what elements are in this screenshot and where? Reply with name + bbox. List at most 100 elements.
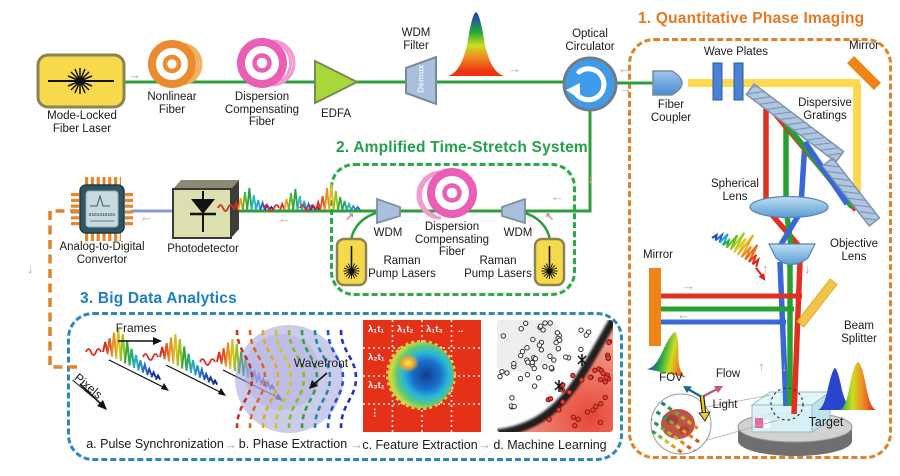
flow-label: Flow (715, 368, 741, 380)
wdm-filter-demux (405, 55, 437, 106)
pixels-arrow (97, 400, 107, 410)
caption-feature-extraction: c. Feature Extraction (362, 438, 478, 452)
wdm-filter-label: WDM Filter (401, 27, 431, 52)
feature-extraction-figure (363, 320, 481, 432)
dispersive-grating-1 (745, 83, 845, 163)
demux-label: Demux (415, 64, 426, 93)
laser-label: Mode-Locked Fiber Laser (47, 110, 117, 135)
edfa-amplifier (314, 59, 360, 105)
target-arrow-down-icon: ↓ (781, 359, 788, 374)
spherical-lens (749, 195, 829, 219)
caption-arrow-bc-icon: → (350, 437, 363, 452)
wave-plate-1 (712, 62, 723, 101)
pump-arrow-left-icon: ↗ (345, 211, 355, 223)
wdm-right (501, 197, 526, 225)
qpi-beams (661, 79, 861, 456)
pump-arrow-right-icon: ↖ (545, 211, 555, 223)
mirror-beam-arrow-right-icon: → (682, 278, 695, 293)
phase-extraction-figure (235, 325, 358, 433)
optical-circulator (562, 56, 618, 112)
ats-dcf-label: Dispersion Compensating Fiber (414, 221, 490, 259)
dcf-coil (237, 38, 296, 88)
caption-phase-extraction: b. Phase Extraction (238, 437, 348, 451)
data-connector-dashed (48, 209, 79, 369)
detection-components: 0101010101 (71, 177, 239, 241)
pulse-sync-waveforms (85, 328, 283, 401)
adc-bits-text: 0101010101 (89, 212, 116, 218)
caption-arrow-cd-icon: → (478, 437, 491, 452)
grid-label-dots: .. (458, 324, 464, 335)
ats-components (335, 168, 566, 287)
fov-axes (683, 386, 723, 422)
wave-plate-2 (733, 62, 744, 101)
yellow-beam-horizontal (688, 79, 860, 87)
target-spectrum-humps (818, 362, 876, 410)
flow-arrow (714, 386, 723, 393)
lens-spectrum (711, 231, 766, 281)
beam-splitter-label: Beam Splitter (841, 320, 877, 345)
flow-arrow-analytics-in-icon: → (52, 357, 65, 372)
fiber-coupler (652, 70, 683, 96)
dcf-label: Dispersion Compensating Fiber (224, 91, 300, 129)
wave-plates-label: Wave Plates (703, 46, 769, 58)
inset-connector-lines (703, 394, 779, 442)
light-arrow (698, 411, 711, 422)
flow-arrow-orange-down-icon: ↓ (27, 261, 34, 276)
wavefront-arrow (309, 380, 318, 389)
raman-left-label: Raman Pump Lasers (368, 255, 436, 280)
spherical-lens-label: Spherical Lens (711, 178, 759, 203)
flow-arrow-ats-in-icon: ← (551, 189, 564, 204)
mirror-spectrum-hump (646, 332, 686, 378)
source-components (36, 12, 618, 112)
qpi-optics (649, 56, 881, 346)
analytics-title: 3. Big Data Analytics (80, 290, 237, 307)
focus-dotted-circle (770, 387, 804, 421)
mirror-beam-arrow-left-icon: ← (677, 307, 690, 322)
flow-arrow-pd-adc-icon: ← (140, 209, 153, 224)
caption-arrow-ab-icon: → (224, 437, 237, 452)
grid-label-l1t1: λ₁t₁ (368, 324, 385, 335)
frames-label: Frames (115, 321, 157, 335)
scanning-beam-lines (651, 396, 701, 454)
adc-label: Analog-to-Digital Convertor (59, 241, 145, 266)
pulse-sync-annotations (79, 337, 162, 410)
frames-arrow (153, 337, 162, 345)
grid-label-l1t2: λ₁t₂ (397, 324, 414, 335)
grid-label-l3t1: λ₃t₁ (368, 380, 385, 391)
dispersive-grating-2 (821, 157, 881, 227)
target-arrow-up-icon: ↑ (758, 359, 765, 374)
support-vector-stars (554, 354, 587, 392)
edfa-label: EDFA (320, 108, 352, 120)
grid-label-l1t3: λ₁t₃ (426, 324, 443, 335)
mirror-left (649, 268, 661, 346)
objective-lens (768, 243, 816, 266)
flow-arrow-circdown-icon: ↓ (587, 171, 594, 186)
photodetector-label: Photodetector (167, 243, 239, 255)
objective-arrow-down-icon: ↓ (804, 261, 811, 276)
wavefront-label: Wavefront (293, 356, 349, 370)
caption-pulse-sync: a. Pulse Synchronization (86, 437, 224, 451)
grid-label-l2t1: λ₂t₁ (368, 352, 385, 363)
fiber-coupler-label: Fiber Coupler (650, 99, 692, 124)
wdm-left (376, 197, 401, 225)
qpi-title: 1. Quantitative Phase Imaging (638, 10, 865, 27)
raman-right-label: Raman Pump Lasers (464, 255, 532, 280)
beam-splitter (796, 278, 838, 328)
mirror-top (847, 56, 881, 90)
wdm-right-label: WDM (503, 227, 533, 239)
gratings-label: Dispersive Gratings (798, 97, 852, 122)
flow-arrow-pd-wave-icon: ← (278, 211, 291, 226)
target-label: Target (808, 415, 844, 429)
objective-lens-label: Objective Lens (830, 238, 878, 263)
caption-machine-learning: d. Machine Learning (493, 438, 607, 452)
wdm-left-label: WDM (373, 227, 403, 239)
nonlinear-fiber-label: Nonlinear Fiber (147, 91, 197, 116)
mirror-left-label: Mirror (642, 249, 674, 261)
circulator-label: Optical Circulator (565, 28, 615, 53)
timestretch-waveform (299, 183, 361, 212)
fov-inset (650, 386, 723, 455)
fov-arrow (683, 386, 692, 393)
nonlinear-fiber-coil (148, 40, 203, 88)
flow-arrow-coupler-back-icon: ← (618, 61, 631, 76)
